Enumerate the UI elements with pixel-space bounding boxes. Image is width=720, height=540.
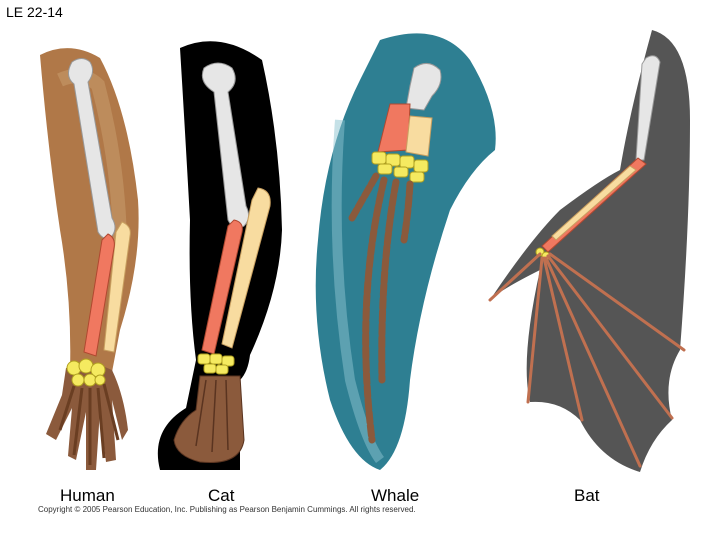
label-whale: Whale: [371, 486, 420, 505]
human-hand: [46, 364, 128, 470]
cat-leg: [157, 41, 282, 470]
cat-paw: [173, 375, 245, 464]
whale-carpals: [371, 151, 429, 183]
label-cat: Cat: [208, 486, 235, 505]
slide-id: LE 22-14: [6, 4, 63, 20]
human-radius: [83, 233, 115, 357]
cat-ulna: [221, 187, 271, 349]
human-carpals: [66, 358, 106, 387]
whale-ulna: [405, 115, 433, 157]
human-phalanges: [58, 383, 120, 465]
cat-carpals: [197, 353, 235, 375]
whale-phalanges: [348, 172, 414, 444]
bat-phalanges: [488, 252, 686, 468]
cat-fur: [157, 41, 282, 470]
whale-flipper: [315, 33, 496, 470]
bat-wing: [488, 30, 690, 472]
human-ulna: [103, 221, 131, 353]
label-bat: Bat: [574, 486, 600, 505]
cat-radius: [201, 219, 243, 355]
whale-humerus: [405, 63, 442, 111]
bat-ulna: [551, 165, 637, 241]
whale-skin: [315, 33, 496, 470]
bat-wing-membrane: [490, 30, 690, 472]
copyright-notice: Copyright © 2005 Pearson Education, Inc.…: [38, 505, 416, 514]
human-arm: [40, 48, 139, 470]
label-human: Human: [60, 486, 115, 505]
human-humerus: [68, 58, 116, 239]
